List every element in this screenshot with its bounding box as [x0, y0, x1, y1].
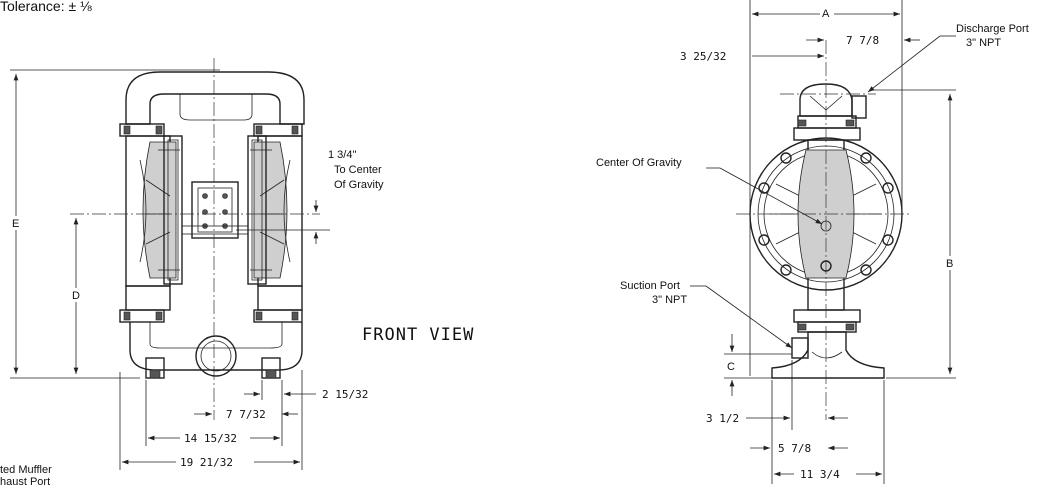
svg-text:7 7/32: 7 7/32: [226, 408, 266, 421]
front-bottom-dims: 2 15/32 7 7/32 14 15/32 19 21/32: [119, 370, 368, 470]
svg-text:D: D: [72, 290, 80, 302]
discharge-port-callout: Discharge Port 3" NPT: [867, 23, 1029, 93]
svg-text:3 1/2: 3 1/2: [706, 412, 739, 425]
svg-text:14 15/32: 14 15/32: [184, 432, 237, 445]
muffler-note-line1: ted Muffler: [0, 464, 52, 476]
svg-text:7 7/8: 7 7/8: [846, 34, 879, 47]
dim-3-25-32: 3 25/32: [680, 50, 824, 63]
dim-cog-offset: 1 3/4" To Center Of Gravity: [236, 149, 384, 244]
svg-text:E: E: [12, 218, 19, 230]
svg-text:A: A: [822, 8, 830, 20]
center-of-gravity-callout: Center Of Gravity: [596, 157, 823, 225]
svg-text:B: B: [946, 258, 953, 270]
svg-text:19 21/32: 19 21/32: [180, 456, 233, 469]
dim-7-7-8: 7 7/8: [806, 34, 920, 47]
svg-text:3" NPT: 3" NPT: [652, 294, 687, 306]
dim-a: A: [749, 0, 903, 376]
side-bottom-dims: 3 1/2 5 7/8 11 3/4: [706, 360, 885, 484]
muffler-note-line2: haust Port: [0, 476, 50, 486]
svg-text:11 3/4: 11 3/4: [800, 468, 840, 481]
svg-text:Discharge Port: Discharge Port: [956, 23, 1029, 35]
suction-port-callout: Suction Port 3" NPT: [620, 280, 793, 349]
svg-text:Center Of Gravity: Center Of Gravity: [596, 157, 682, 169]
svg-text:1 3/4": 1 3/4": [328, 149, 356, 161]
dim-e: E: [10, 69, 220, 379]
dim-d: D: [70, 218, 84, 374]
dim-c: C: [724, 334, 792, 396]
svg-text:5 7/8: 5 7/8: [778, 442, 811, 455]
svg-text:To Center: To Center: [334, 164, 382, 176]
svg-text:2 15/32: 2 15/32: [322, 388, 368, 401]
svg-text:Of Gravity: Of Gravity: [334, 179, 384, 191]
svg-text:C: C: [727, 361, 735, 373]
front-view-pump: [119, 71, 305, 379]
tolerance-note: Tolerance: ± ⅛: [0, 0, 92, 14]
svg-text:Suction Port: Suction Port: [620, 280, 680, 292]
dim-b: B: [870, 89, 958, 379]
svg-text:3" NPT: 3" NPT: [966, 37, 1001, 49]
svg-text:3 25/32: 3 25/32: [680, 50, 726, 63]
front-view-title: FRONT VIEW: [362, 325, 474, 345]
